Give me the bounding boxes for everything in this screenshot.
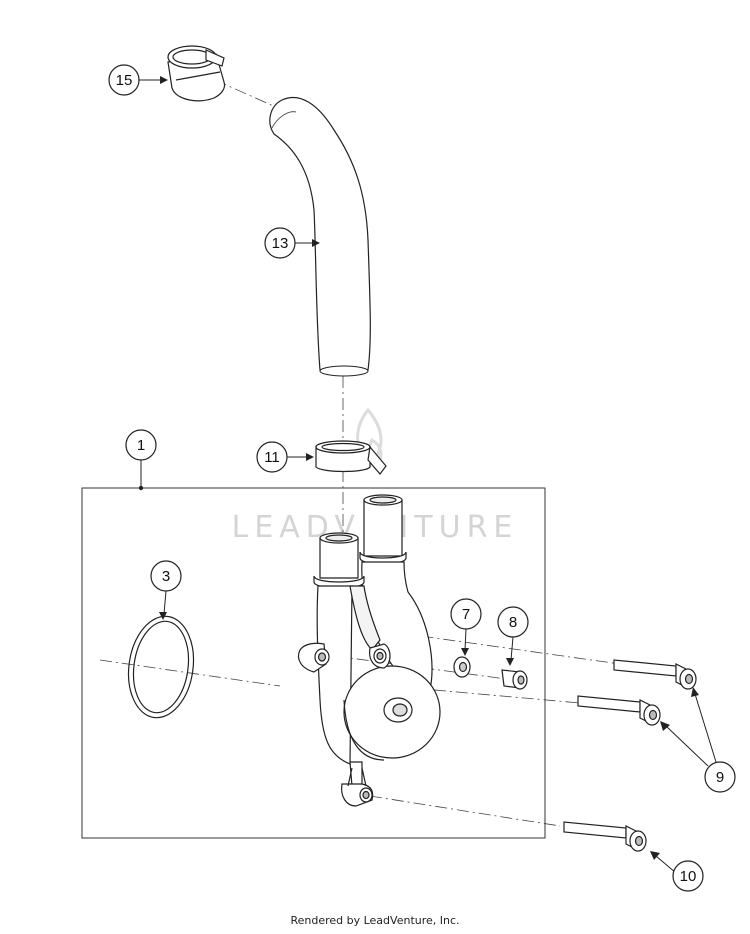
hose-clamp-top	[167, 45, 226, 102]
centerline-middle-bolt	[411, 687, 581, 704]
leader-9-middle	[665, 725, 709, 767]
leader-11-arrow-icon	[306, 453, 314, 461]
callout-11: 11	[256, 441, 288, 473]
leader-3	[163, 590, 167, 615]
callout-1: 1	[125, 429, 157, 461]
callout-13: 13	[264, 227, 296, 259]
leader-7-arrow-icon	[461, 648, 469, 656]
callouts: 15 13 11 1 3 7 8 9	[108, 64, 736, 892]
leader-1-dot-icon	[138, 485, 144, 491]
bolt-upper	[613, 659, 697, 690]
callout-11-label: 11	[264, 449, 280, 466]
centerline-lower-bolt	[369, 795, 561, 827]
callout-7-label: 7	[462, 606, 470, 623]
centerlines	[99, 79, 621, 827]
o-ring	[127, 615, 195, 719]
callout-8-label: 8	[509, 614, 517, 631]
plug-screw	[501, 669, 528, 690]
leader-lines	[138, 76, 717, 874]
callout-10-label: 10	[680, 868, 697, 885]
coolant-hose	[269, 96, 371, 377]
leader-10	[655, 855, 677, 874]
callout-10: 10	[672, 860, 704, 892]
centerline-washer	[334, 655, 507, 680]
callout-3-label: 3	[162, 568, 170, 585]
centerline-upper-bolt	[377, 629, 621, 665]
bolt-middle	[577, 695, 661, 726]
assembly-frame	[81, 487, 546, 839]
leader-9-upper	[694, 693, 717, 763]
leader-9-upper-arrow-icon	[691, 687, 699, 697]
callout-3: 3	[150, 560, 182, 592]
leader-13-arrow-icon	[312, 239, 320, 247]
leader-15-arrow-icon	[160, 76, 168, 84]
centerline-hose-top	[214, 79, 279, 109]
leader-9-middle-arrow-icon	[660, 721, 670, 731]
callout-9-label: 9	[716, 769, 724, 786]
callout-15: 15	[108, 64, 140, 96]
bolt-lower	[563, 821, 647, 852]
leader-7	[464, 628, 467, 651]
callout-7: 7	[450, 598, 482, 630]
hose-clamp-bottom	[315, 440, 387, 475]
leader-3-arrow-icon	[159, 612, 167, 620]
water-pump-housing	[297, 494, 441, 807]
leader-8-arrow-icon	[506, 658, 514, 666]
centerline-oring	[99, 659, 281, 687]
washer	[453, 656, 471, 678]
callout-13-label: 13	[272, 235, 289, 252]
callout-1-label: 1	[137, 437, 145, 454]
callout-15-label: 15	[116, 72, 133, 89]
callout-9: 9	[704, 761, 736, 793]
footer-credit: Rendered by LeadVenture, Inc.	[290, 914, 460, 927]
leader-8	[510, 636, 514, 661]
callout-8: 8	[497, 606, 529, 638]
leader-10-arrow-icon	[650, 851, 660, 860]
